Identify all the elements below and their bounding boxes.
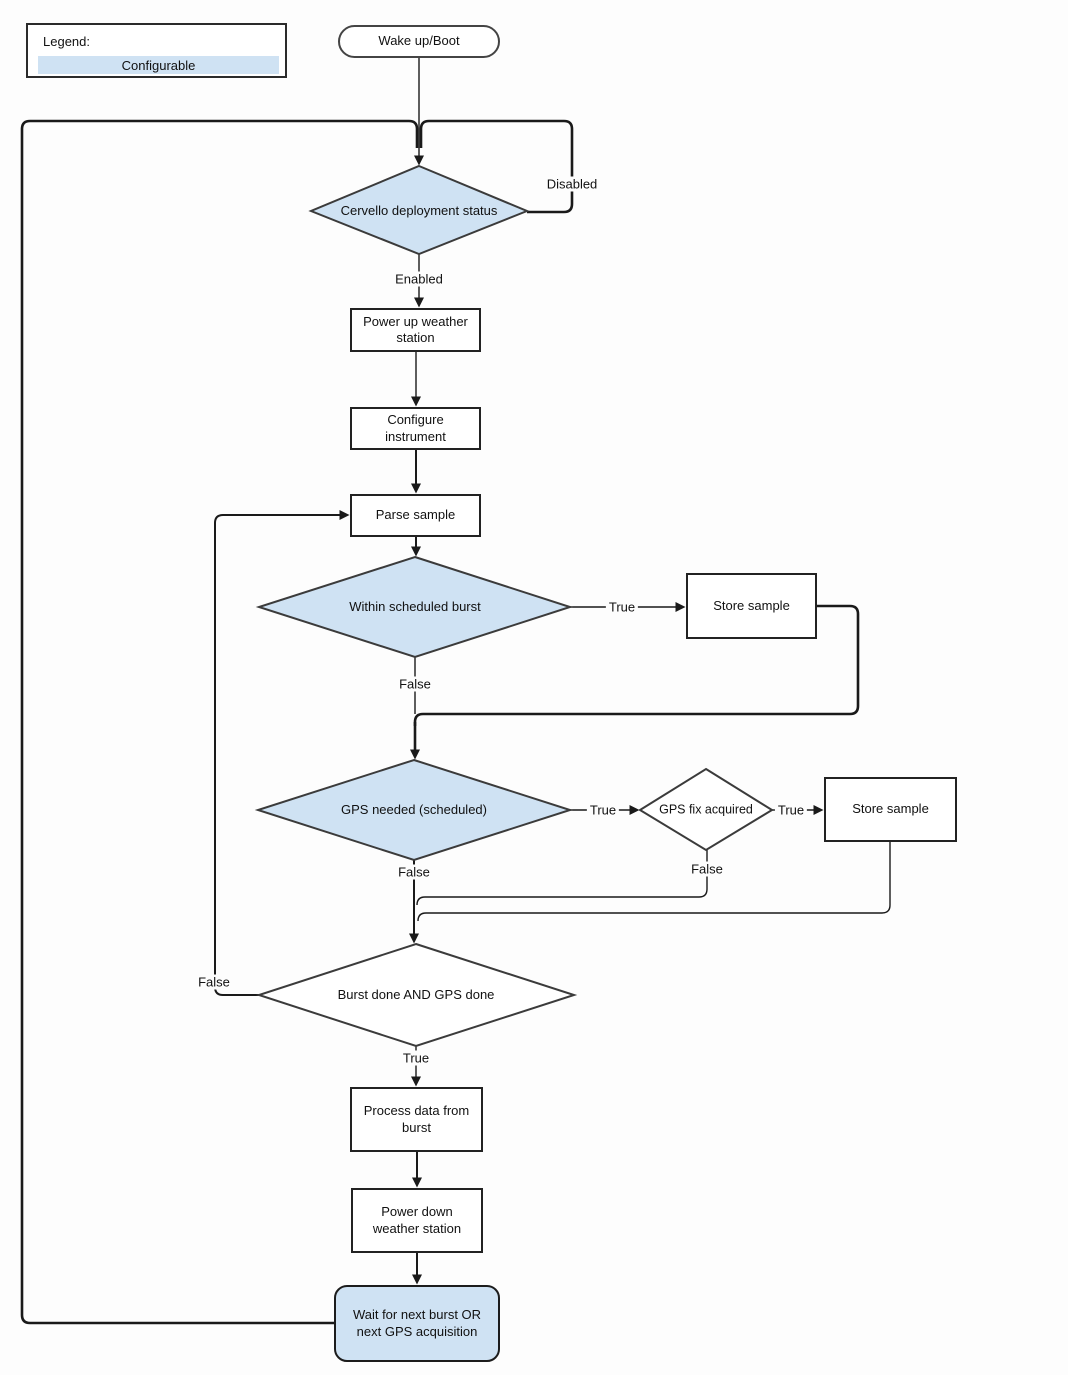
edge-label-within-false: False	[396, 676, 434, 692]
legend-configurable-swatch: Configurable	[38, 56, 279, 74]
edge-label-fix-false: False	[688, 861, 726, 877]
edge-label-done-false: False	[195, 974, 233, 990]
edge-wait-restart-loop	[20, 119, 419, 1325]
edge-store1-return-loop	[413, 604, 860, 726]
node-parse-sample: Parse sample	[350, 494, 481, 537]
node-start: Wake up/Boot	[338, 25, 500, 58]
node-process-data: Process data from burst	[350, 1087, 483, 1152]
edge-label-fix-true: True	[774, 802, 808, 818]
node-power-down: Power down weather station	[351, 1188, 483, 1253]
edge-label-done-true: True	[399, 1050, 433, 1066]
edge-disabled-loop	[419, 119, 574, 214]
node-wait-next: Wait for next burst OR next GPS acquisit…	[334, 1285, 500, 1362]
decision-deployment-status	[308, 164, 530, 256]
decision-gps-fix-acquired	[638, 767, 774, 852]
edge-fix-false	[416, 850, 708, 906]
legend-title: Legend:	[43, 34, 90, 49]
edge-store2-return	[417, 842, 891, 922]
edge-label-enabled: Enabled	[392, 271, 446, 287]
legend-box: Legend: Configurable	[26, 23, 287, 78]
decision-within-burst	[255, 555, 574, 659]
edge-label-gps-false: False	[395, 864, 433, 880]
node-power-up: Power up weather station	[350, 308, 481, 352]
node-store-sample-gps: Store sample	[824, 777, 957, 842]
edge-label-within-true: True	[605, 599, 639, 615]
decision-burst-and-gps-done	[255, 942, 578, 1048]
edge-label-gps-true: True	[586, 802, 620, 818]
node-store-sample-burst: Store sample	[686, 573, 817, 639]
decision-gps-needed	[254, 758, 574, 862]
node-configure-instrument: Configure instrument	[350, 407, 481, 450]
edge-done-false-loop	[214, 510, 350, 996]
edge-label-disabled: Disabled	[543, 176, 601, 192]
